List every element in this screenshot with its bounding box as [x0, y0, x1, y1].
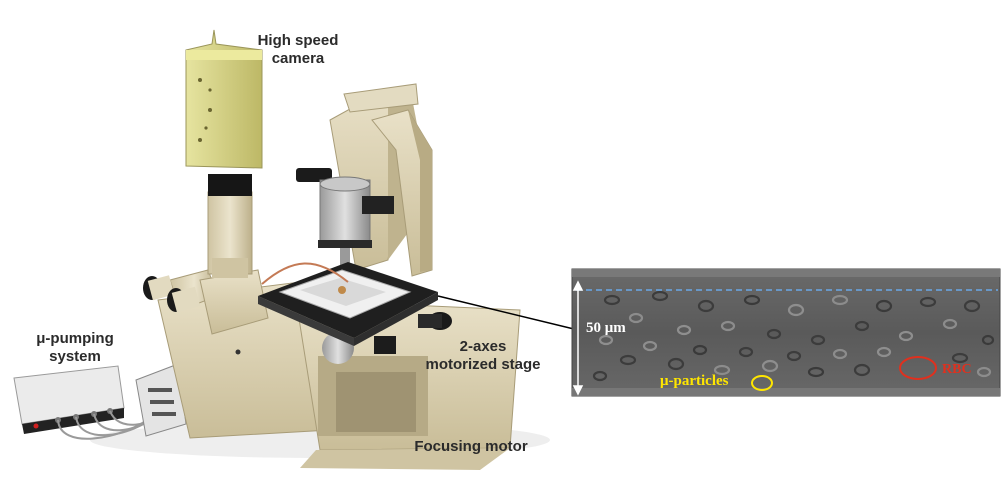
micrograph-panel: [571, 268, 1001, 397]
rbc-label: RBC: [942, 362, 972, 377]
camera-label-line2: camera: [271, 50, 325, 67]
pump-label: μ-pumping system: [20, 330, 130, 366]
stage-label-line1: 2-axes: [459, 338, 507, 355]
pumping-system: [13, 285, 187, 440]
blood-cells: [592, 290, 995, 382]
motorized-stage: [258, 262, 452, 346]
microscope: [143, 29, 521, 470]
camera-label: High speed camera: [248, 32, 348, 68]
stage-label: 2-axes motorized stage: [408, 338, 558, 374]
pump-label-line2: system: [49, 348, 101, 365]
focus-label: Focusing motor: [414, 438, 528, 455]
camera-label-line1: High speed: [257, 32, 339, 49]
scale-arrow: [572, 280, 584, 396]
rbc-marker: [899, 356, 937, 380]
high-speed-camera: [185, 29, 263, 169]
stage-label-line2: motorized stage: [425, 356, 541, 373]
particles-marker: [751, 375, 773, 391]
connector-line: [437, 295, 579, 331]
pump-label-line1: μ-pumping: [36, 330, 114, 347]
scale-label: 50 μm: [586, 320, 626, 336]
particles-label: μ-particles: [660, 373, 729, 389]
